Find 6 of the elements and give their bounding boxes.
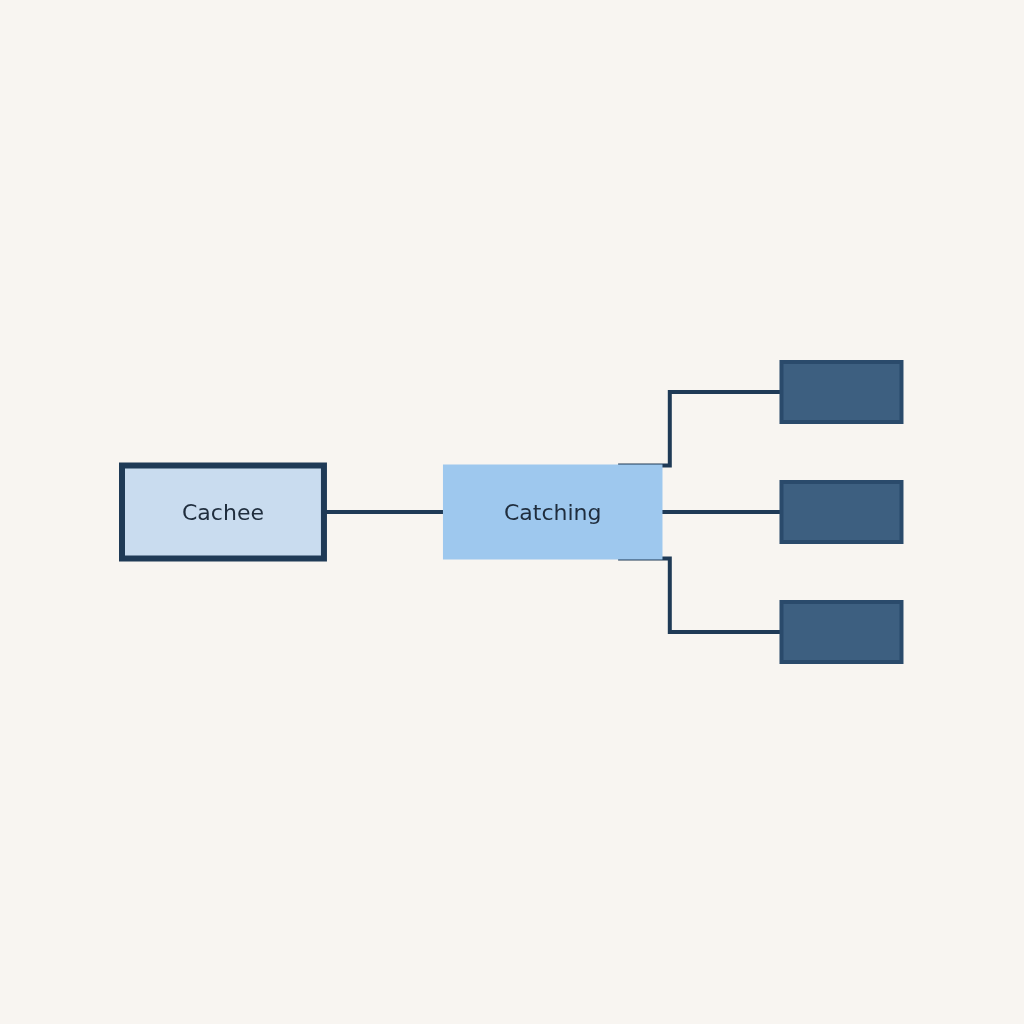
node-box [779,360,904,424]
node-box: Catching [443,464,663,560]
node-box: Cachee [119,462,328,562]
connector [324,510,445,514]
node-box [779,600,904,664]
node-box [779,480,904,544]
